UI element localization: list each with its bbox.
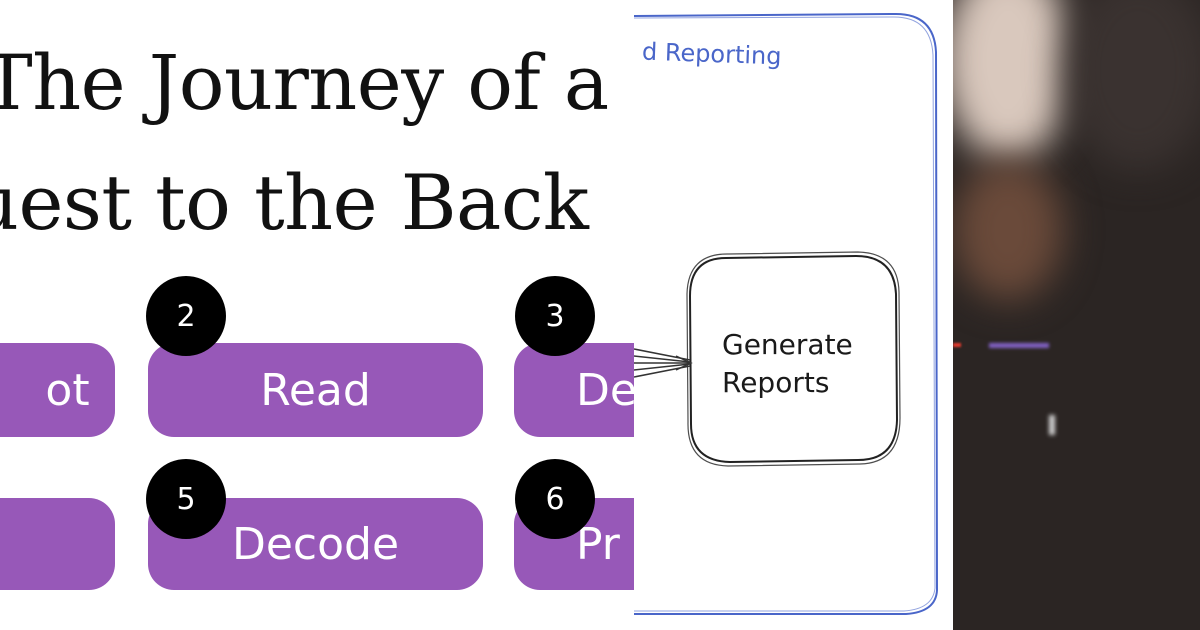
screen-glow-red	[953, 343, 961, 347]
step-pill-3[interactable]: De	[514, 343, 634, 437]
step-badge-3: 3	[515, 276, 595, 356]
blurred-highlight	[953, 0, 1073, 160]
step-badge-5: 5	[146, 459, 226, 539]
title-line-2: uest to the Back	[0, 158, 589, 247]
screen-glow-purple	[989, 343, 1049, 348]
step-label-3: De	[576, 364, 634, 416]
container-border	[634, 12, 939, 615]
arrow-head	[675, 355, 693, 371]
step-pill-2[interactable]: Read	[148, 343, 483, 437]
slide-panel: The Journey of a uest to the Back ot Rea…	[0, 38, 634, 590]
blurred-photo-panel	[953, 0, 1200, 630]
diagram-panel: d Reporting Generate Reports	[634, 0, 953, 630]
node-label: Generate Reports	[722, 328, 853, 399]
step-pill-5[interactable]: Decode	[148, 498, 483, 590]
step-badge-2: 2	[146, 276, 226, 356]
step-label-5: Decode	[231, 518, 400, 570]
step-pill-1[interactable]: ot	[0, 343, 115, 437]
step-label-2: Read	[260, 364, 371, 416]
report-node-box	[688, 254, 899, 464]
blurred-shadow	[1063, 0, 1200, 170]
step-pill-4[interactable]: e	[0, 498, 115, 590]
blurred-shape	[953, 160, 1063, 300]
screen-glow-dot	[1049, 415, 1055, 435]
step-label-1: ot	[45, 364, 90, 416]
diagram-canvas	[634, 12, 939, 615]
step-badge-6: 6	[515, 459, 595, 539]
title-line-1: The Journey of a	[0, 38, 609, 127]
section-label: d Reporting	[641, 37, 782, 71]
